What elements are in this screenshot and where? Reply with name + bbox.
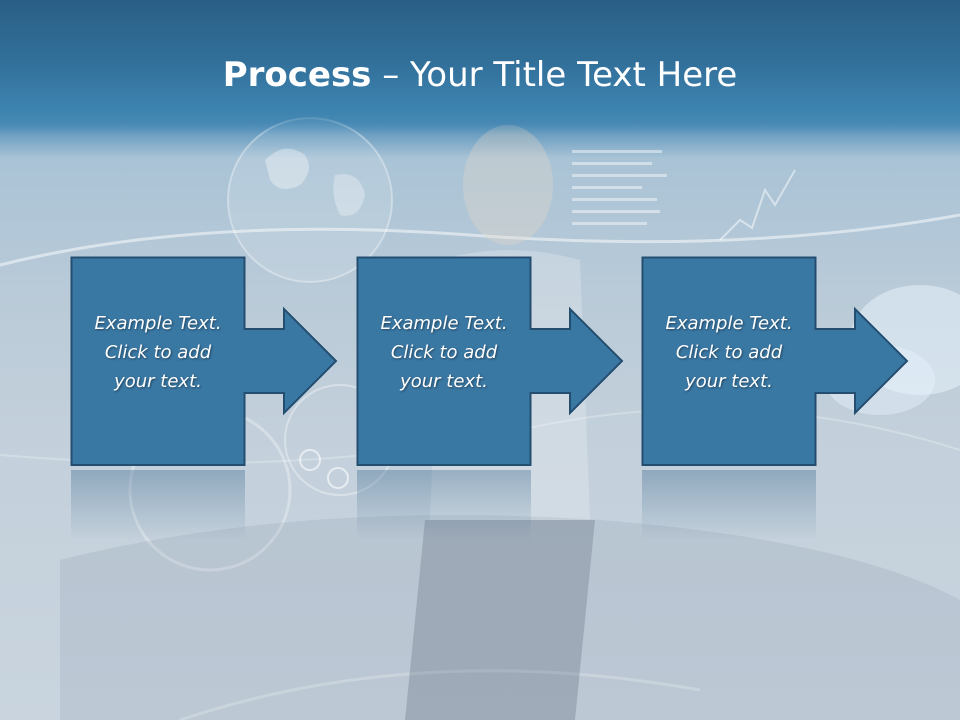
step-2-text[interactable]: Example Text. Click to add your text. xyxy=(357,309,531,396)
step-3-line-2: Click to add xyxy=(675,342,783,363)
step-1-line-3: your text. xyxy=(114,371,202,392)
title-bold: Process xyxy=(222,55,372,95)
process-step-3[interactable]: Example Text. Click to add your text. xyxy=(641,256,909,466)
step-3-text[interactable]: Example Text. Click to add your text. xyxy=(642,309,816,396)
step-2-reflection xyxy=(357,470,531,540)
slide-title[interactable]: Process – Your Title Text Here xyxy=(0,52,960,98)
step-1-arrow-shape xyxy=(70,256,338,466)
step-1-line-2: Click to add xyxy=(104,342,212,363)
step-3-reflection xyxy=(642,470,816,540)
step-1-line-1: Example Text. xyxy=(94,313,222,334)
step-2-line-2: Click to add xyxy=(390,342,498,363)
step-2-arrow-shape xyxy=(356,256,624,466)
title-rest: – Your Title Text Here xyxy=(371,55,738,95)
step-1-reflection xyxy=(71,470,245,540)
step-3-arrow-shape xyxy=(641,256,909,466)
title-band xyxy=(0,0,960,135)
step-3-line-1: Example Text. xyxy=(665,313,793,334)
process-step-2[interactable]: Example Text. Click to add your text. xyxy=(356,256,624,466)
step-3-line-3: your text. xyxy=(685,371,773,392)
step-2-line-3: your text. xyxy=(400,371,488,392)
step-1-text[interactable]: Example Text. Click to add your text. xyxy=(71,309,245,396)
step-2-line-1: Example Text. xyxy=(380,313,508,334)
process-step-1[interactable]: Example Text. Click to add your text. xyxy=(70,256,338,466)
